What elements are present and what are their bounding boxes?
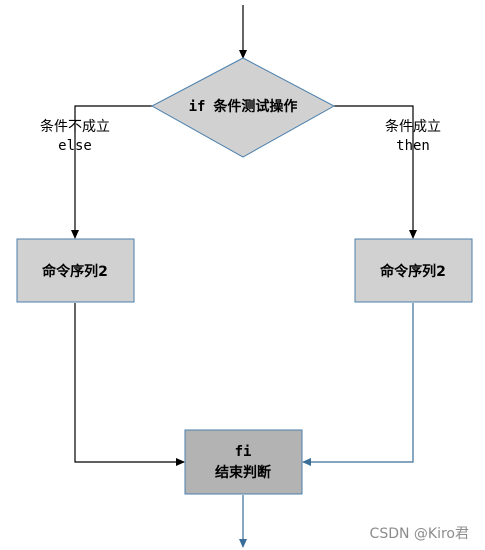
right-branch-connector — [334, 105, 417, 239]
decision-label: 条件测试操作 — [212, 98, 297, 115]
end-label: 结束判断 — [215, 464, 271, 481]
right-keyword-label: then — [396, 138, 430, 154]
left-process-label: 命令序列2 — [41, 263, 108, 280]
left-to-end-connector — [74, 303, 185, 466]
left-keyword-label: else — [58, 138, 92, 154]
right-process-label: 命令序列2 — [379, 263, 446, 280]
end-box: fi 结束判断 — [184, 429, 303, 495]
left-process-box: 命令序列2 — [16, 238, 135, 303]
watermark: CSDN @Kiro君 — [370, 526, 469, 542]
left-process-shape — [16, 238, 135, 303]
left-branch-connector — [71, 105, 152, 239]
right-process-box: 命令序列2 — [354, 238, 473, 303]
decision-keyword: if — [189, 99, 206, 115]
end-shape — [184, 429, 303, 495]
decision-text: if 条件测试操作 — [189, 98, 298, 115]
right-condition-label: 条件成立 — [385, 118, 441, 135]
decision-shape — [150, 57, 336, 158]
right-to-end-connector — [302, 303, 414, 466]
right-process-shape — [354, 238, 473, 303]
end-keyword: fi — [235, 444, 252, 460]
left-condition-label: 条件不成立 — [40, 118, 110, 135]
decision-diamond: if 条件测试操作 — [150, 57, 336, 158]
